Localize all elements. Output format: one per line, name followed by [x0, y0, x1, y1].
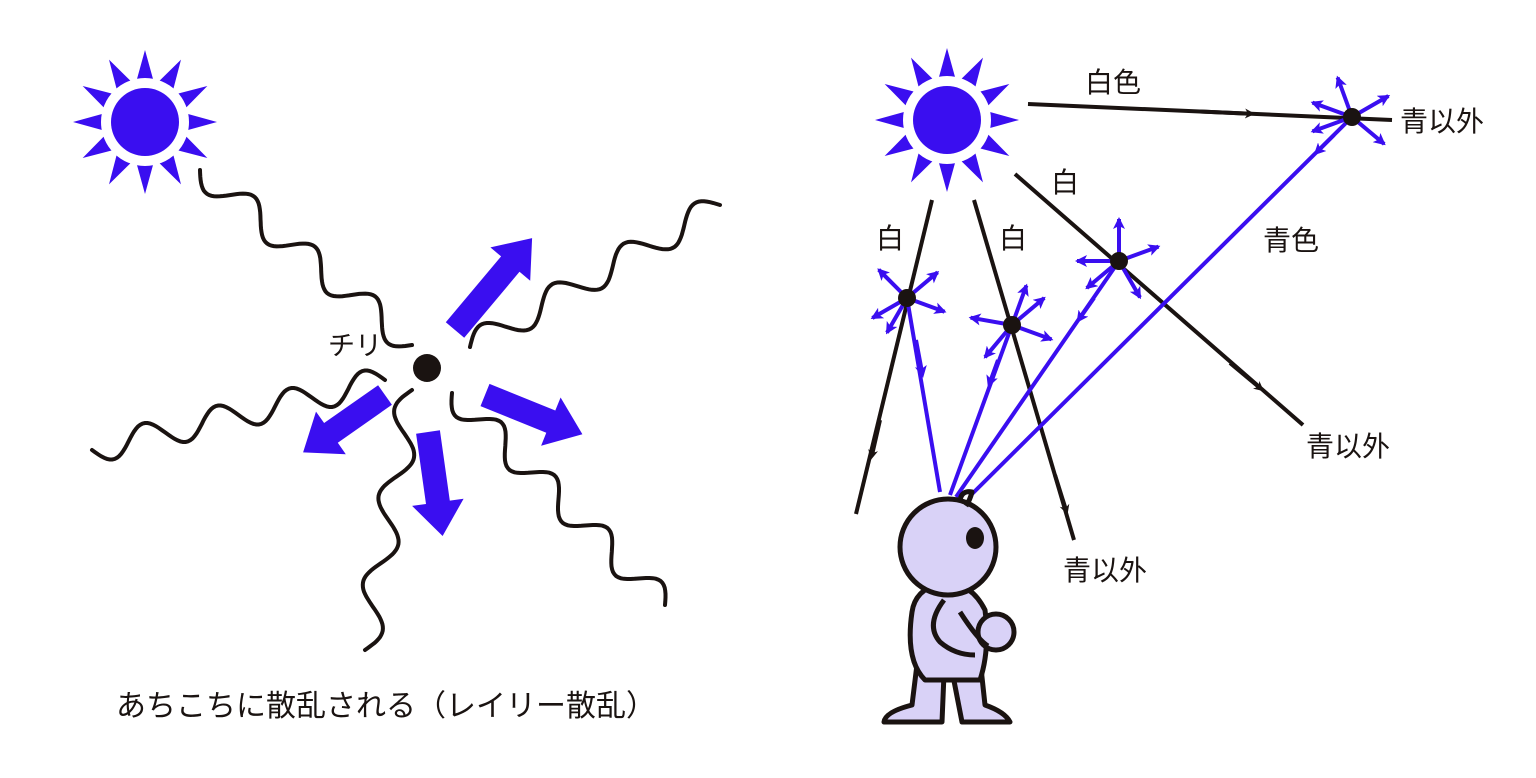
scatter-point: [968, 283, 1054, 359]
person-figure: [881, 489, 1017, 725]
scatter-particle: [1003, 316, 1021, 334]
light-wave: [198, 168, 414, 349]
caption: あちこちに散乱される（レイリー散乱）: [116, 689, 656, 724]
non-blue-label: 青以外: [1063, 554, 1147, 587]
light-wave: [449, 391, 668, 607]
ray-top-arrow: [1199, 108, 1255, 119]
sun-icon: [73, 50, 217, 194]
scatter-arrow: [412, 430, 464, 536]
white-label: 白: [1051, 166, 1079, 199]
light-wave: [360, 388, 417, 652]
scatter-arrow: [303, 385, 392, 455]
scatter-arrow: [445, 238, 533, 338]
right-panel: 白色 白 白 白 青色 青以外 青以外 青以外: [854, 48, 1484, 725]
light-wave: [90, 368, 387, 462]
particle-label: チリ: [328, 331, 382, 362]
scatter-point: [870, 268, 947, 335]
light-wave: [468, 199, 722, 349]
ray-diagonal-arrow: [1228, 361, 1264, 392]
ray-middle-arrow: [1053, 474, 1070, 515]
ray-left: [854, 199, 934, 515]
scatter-particle: [1110, 252, 1128, 270]
scatter-point: [1310, 75, 1391, 146]
scatter-particle: [898, 289, 916, 307]
sun-icon: [875, 48, 1019, 192]
blue-label: 青色: [1263, 224, 1319, 257]
ray-left-arrow: [868, 419, 882, 460]
white-light-label: 白色: [1085, 66, 1141, 99]
white-label: 白: [876, 222, 904, 255]
wavy-light-rays: [90, 168, 722, 652]
blue-light-rays: [905, 115, 1354, 499]
non-blue-label: 青以外: [1400, 105, 1484, 138]
white-light-rays: [854, 102, 1393, 541]
dust-particle: [413, 354, 441, 382]
scatter-arrow: [480, 383, 583, 446]
scatter-particle: [1343, 108, 1361, 126]
white-label: 白: [999, 222, 1027, 255]
non-blue-label: 青以外: [1306, 430, 1390, 463]
scatter-point: [1075, 217, 1161, 300]
left-panel: チリ あちこちに散乱される（レイリー散乱）: [73, 50, 722, 724]
scatter-arrows: [303, 238, 583, 536]
